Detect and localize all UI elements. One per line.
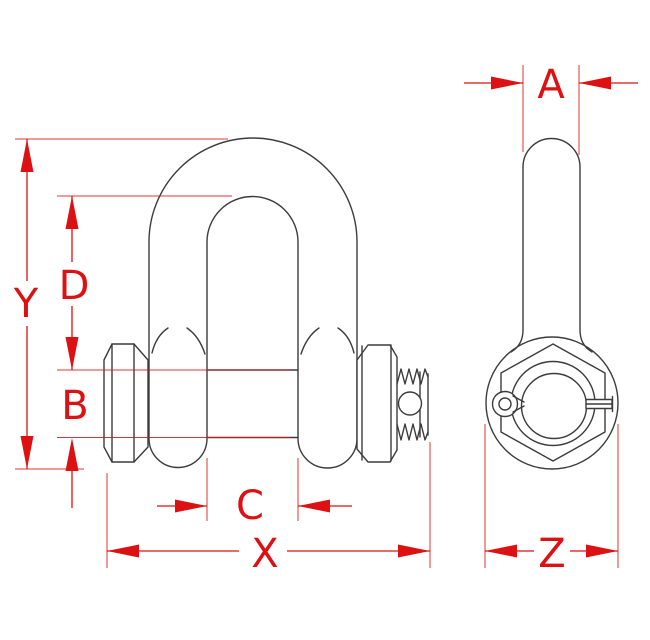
dimension-y: Y xyxy=(13,139,39,469)
arrowhead-y-top xyxy=(20,139,34,172)
arrowhead-z-right xyxy=(586,544,618,558)
arrowhead-a-left xyxy=(491,76,523,90)
dim-label-z: Z xyxy=(538,531,565,577)
cotter-pin xyxy=(491,390,614,418)
cotter-pin-ring-inner xyxy=(498,397,512,411)
arrowhead-d-bottom xyxy=(65,337,79,370)
arrowhead-y-bottom xyxy=(20,436,34,469)
dim-label-a: A xyxy=(537,62,565,108)
bolt-threads xyxy=(396,368,429,441)
bolt-shank xyxy=(206,369,299,439)
dim-label-y: Y xyxy=(13,281,39,327)
dimension-b: B xyxy=(61,383,89,508)
cotter-pin-ring-outer xyxy=(491,390,519,418)
fillet-arc xyxy=(151,327,169,354)
cotter-pin-ring-neck-top xyxy=(512,395,525,403)
stem-profile xyxy=(510,137,593,353)
dimension-c: C xyxy=(157,483,352,529)
cotter-pin-hole xyxy=(397,391,423,416)
arrowhead-c-left xyxy=(175,499,207,513)
dim-label-b: B xyxy=(61,383,88,429)
shackle-body xyxy=(148,137,358,469)
dim-label-d: D xyxy=(59,263,90,309)
arrowhead-d-top xyxy=(65,196,79,229)
hex-nut-side-view xyxy=(103,343,149,463)
thread-crests-top xyxy=(396,368,429,385)
hex-nut-outline xyxy=(103,343,149,463)
arrowhead-c-right xyxy=(298,499,330,513)
arrowhead-x-right xyxy=(398,544,430,558)
arrowhead-x-left xyxy=(107,544,139,558)
lug-fillets xyxy=(151,327,355,355)
bolt-end-circle xyxy=(520,372,588,440)
dimension-a: A xyxy=(464,62,638,108)
bolt-hex-outline xyxy=(356,344,398,463)
dimension-z: Z xyxy=(485,531,618,577)
cotter-pin-ring-neck-bottom xyxy=(512,405,525,413)
fillet-arc xyxy=(186,327,206,355)
arrowhead-a-right xyxy=(579,76,611,90)
dim-label-c: C xyxy=(236,483,264,529)
fillet-arc xyxy=(337,327,355,354)
side-view xyxy=(485,137,619,470)
thread-crests-bottom xyxy=(396,423,429,441)
arrowhead-z-left xyxy=(485,544,517,558)
fillet-arc xyxy=(300,327,320,355)
arrowhead-b-bottom xyxy=(65,438,79,471)
dimension-annotations: Y D B C xyxy=(13,62,638,577)
dimension-x: X xyxy=(107,531,430,577)
bolt-hex-head xyxy=(356,344,398,463)
dimension-d: D xyxy=(59,196,90,370)
front-view xyxy=(103,137,429,469)
dim-label-x: X xyxy=(251,531,278,577)
